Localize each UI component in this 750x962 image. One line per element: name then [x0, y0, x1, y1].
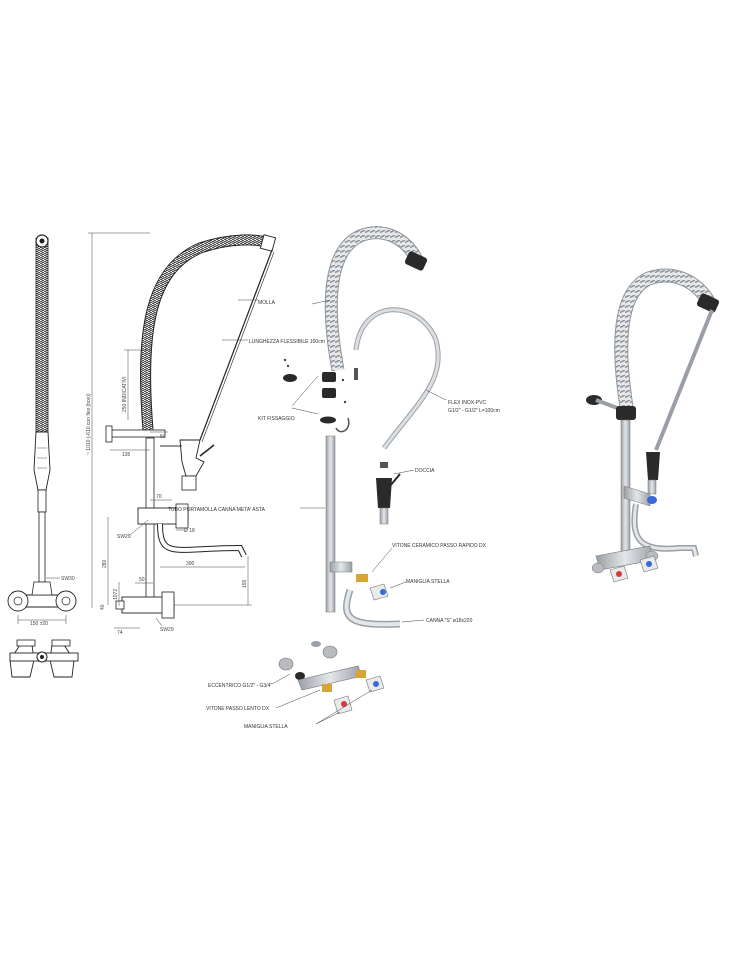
ceramic-valve	[356, 574, 368, 582]
dim-280: 280	[102, 559, 108, 568]
dim-50-bottom: 50	[139, 577, 145, 583]
dim-overall-height: ~ 1010 (-610 con flex (box))	[86, 393, 92, 455]
kit-collar	[322, 372, 336, 382]
dim-50-top: 50	[160, 434, 166, 440]
spring-arc	[141, 235, 274, 431]
exploded-view: KIT FISSAGGIO FLEX INOX-PVC G1/2" - G1/2…	[168, 226, 500, 730]
assembled-gun	[646, 452, 660, 480]
label-flex-line2: G1/2" - G1/2" L=100cm	[448, 408, 500, 414]
assembled-collar	[616, 406, 636, 420]
spring-end-cap	[404, 251, 428, 271]
dim-1072: 1072	[113, 589, 119, 600]
dim-135: 135	[122, 452, 131, 458]
label-eccentrico: ECCENTRICO G1/2" - G3/4"	[208, 683, 272, 689]
dim-150: 150 ±20	[30, 621, 48, 627]
riser-pipe-front	[38, 511, 46, 583]
tube-portamolla	[325, 435, 336, 613]
dim-70: 70	[156, 494, 162, 500]
dim-sw30: SW30	[61, 576, 75, 582]
spring-arc-outline	[140, 234, 275, 431]
dim-300: 300	[186, 561, 195, 567]
label-kit-fissaggio: KIT FISSAGGIO	[258, 416, 295, 422]
front-elevation-view: SW30 150 ±20	[7, 234, 77, 627]
hose-side	[199, 249, 273, 441]
shower-gun	[376, 478, 392, 508]
plan-view	[9, 639, 79, 678]
dim-d18: Ø 18	[184, 528, 195, 534]
label-flex-line1: FLEX INOX-PVC	[448, 400, 486, 406]
star-handle-1	[369, 583, 389, 601]
assembled-spring	[615, 269, 716, 418]
assembled-3d-view	[586, 268, 720, 583]
spray-gun-side	[179, 439, 205, 477]
dim-250: 250 INDICATIVI	[122, 377, 128, 412]
flex-hose	[353, 307, 441, 450]
gun-connector	[37, 489, 47, 513]
spring-front	[35, 237, 49, 434]
dim-sw29-upper: SW29	[117, 534, 131, 540]
assembled-hose	[654, 309, 714, 451]
dim-40: 40	[100, 604, 106, 610]
exploded-spring	[325, 227, 424, 372]
wall-bracket-arm	[109, 429, 166, 438]
label-tubo-portamolla: TUBO PORTAMOLLA CANNA META' ASTA	[168, 507, 266, 513]
kit-hook	[335, 417, 350, 433]
label-doccia: DOCCIA	[415, 468, 435, 474]
spring-top-hole	[39, 238, 45, 244]
label-molla: MOLLA	[258, 300, 276, 306]
lower-coupling-1	[322, 645, 338, 659]
eccentric-1	[278, 657, 294, 671]
kit-disc-2	[320, 416, 336, 424]
kit-disc-1	[283, 374, 297, 382]
label-vitone-passo-lento: VITONE PASSO LENTO DX	[206, 706, 270, 712]
label-vitone-ceramico: VITONE CERAMICO PASSO RAPIDO DX	[392, 543, 487, 549]
label-canna-s: CANNA "S" ø18x220	[426, 618, 473, 624]
label-maniglia-stella-1: MANIGLIA STELLA	[406, 579, 450, 585]
label-lunghezza-flessibile: LUNGHEZZA FLESSIBILE 100cm	[249, 339, 325, 345]
dim-sw29-lower: SW29	[160, 627, 174, 633]
assembled-mid-mixer	[623, 485, 651, 507]
label-maniglia-stella-2: MANIGLIA STELLA	[244, 724, 288, 730]
dim-74: 74	[117, 630, 123, 636]
dim-155: 155	[242, 579, 248, 588]
spray-gun-front	[33, 431, 51, 491]
side-elevation-view: ~ 1010 (-610 con flex (box)) 250 INDICAT…	[86, 232, 325, 636]
